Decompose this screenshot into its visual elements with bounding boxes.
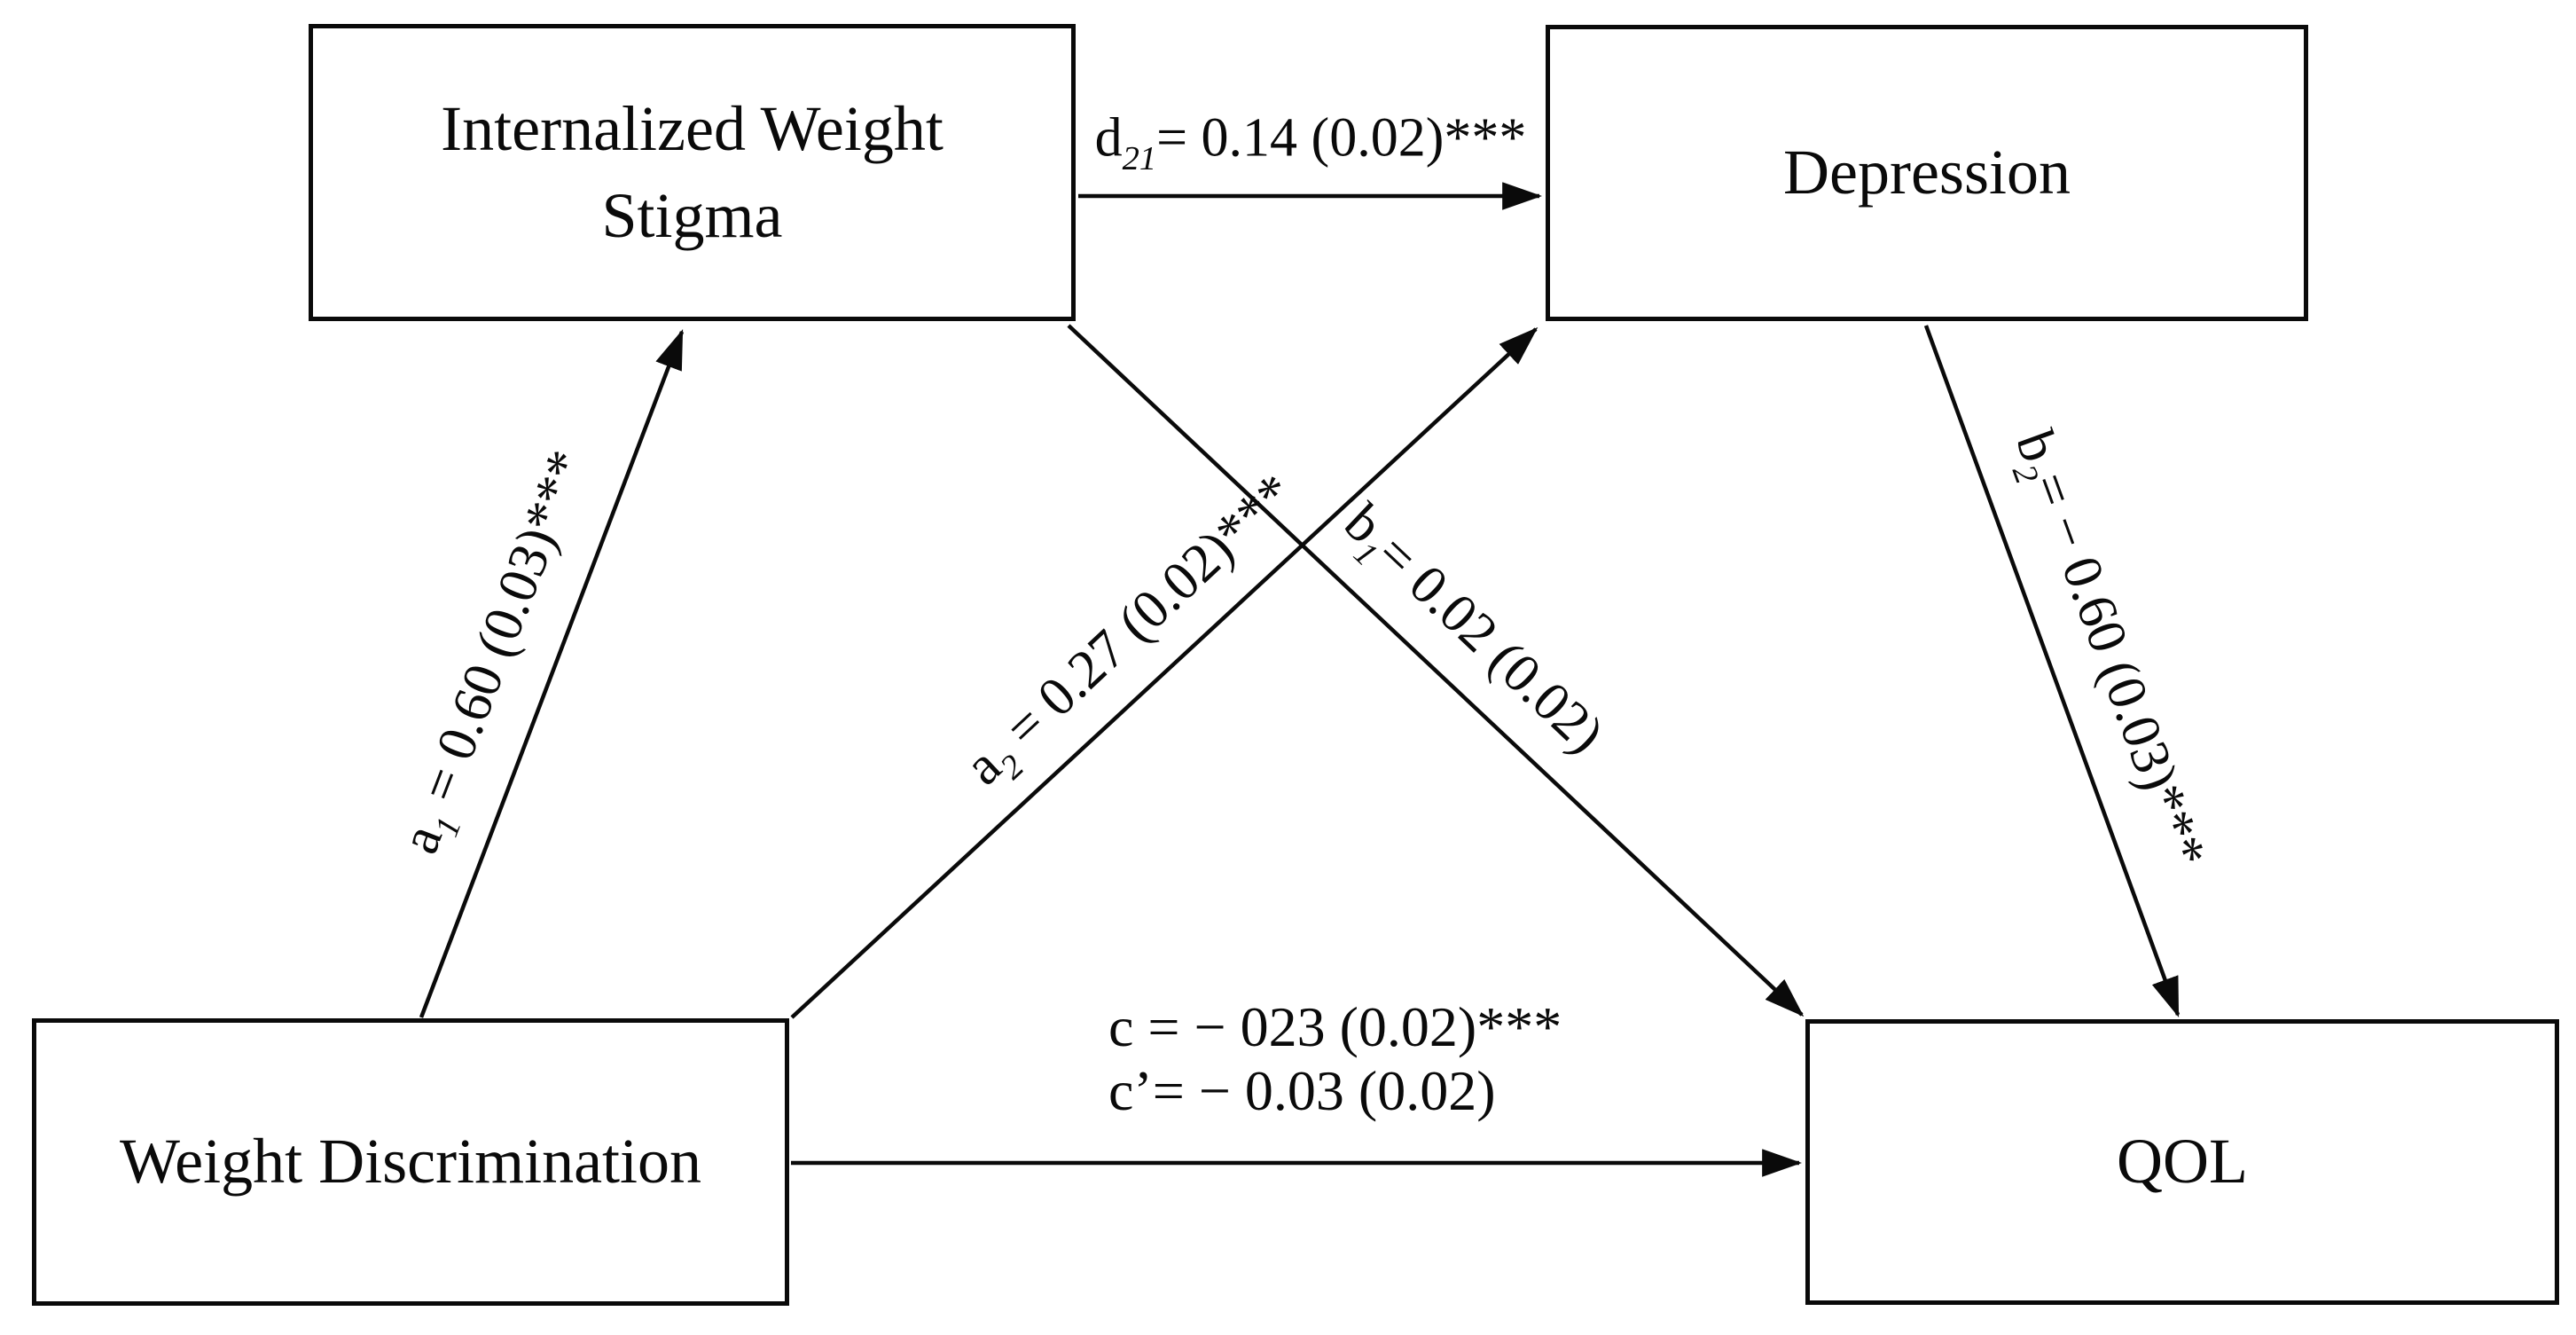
edge-a2-wd-to-depression bbox=[790, 326, 1539, 1019]
coefficient-symbol: d bbox=[1094, 107, 1123, 169]
node-qol: QOL bbox=[1805, 1019, 2559, 1305]
edge-a1-wd-to-iws bbox=[419, 329, 685, 1018]
path-coefficient-c-total: c = − 023 (0.02)*** bbox=[1108, 995, 1562, 1058]
node-internalized-weight-stigma: Internalized Weight Stigma bbox=[309, 24, 1076, 321]
coefficient-value: = 0.14 (0.02)*** bbox=[1156, 107, 1527, 169]
node-label-depression: Depression bbox=[1783, 137, 2071, 208]
node-label-qol: QOL bbox=[2117, 1126, 2248, 1198]
node-label-weight-discrimination: Weight Discrimination bbox=[119, 1126, 702, 1198]
path-coefficient-c-block: c = − 023 (0.02)*** c’= − 0.03 (0.02) bbox=[1108, 995, 1562, 1123]
path-coefficient-c-prime-direct: c’= − 0.03 (0.02) bbox=[1108, 1059, 1496, 1122]
node-label-line: Internalized Weight bbox=[441, 93, 943, 165]
edge-b2-depression-to-qol bbox=[1923, 325, 2181, 1017]
node-label-line: Stigma bbox=[601, 179, 783, 251]
node-label-internalized-weight-stigma: Internalized Weight Stigma bbox=[441, 86, 943, 258]
node-depression: Depression bbox=[1546, 25, 2308, 321]
edge-b1-iws-to-qol bbox=[1067, 324, 1805, 1017]
coefficient-subscript: 21 bbox=[1122, 139, 1157, 177]
node-weight-discrimination: Weight Discrimination bbox=[32, 1018, 789, 1306]
path-coefficient-d21: d21= 0.14 (0.02)*** bbox=[1094, 107, 1527, 177]
